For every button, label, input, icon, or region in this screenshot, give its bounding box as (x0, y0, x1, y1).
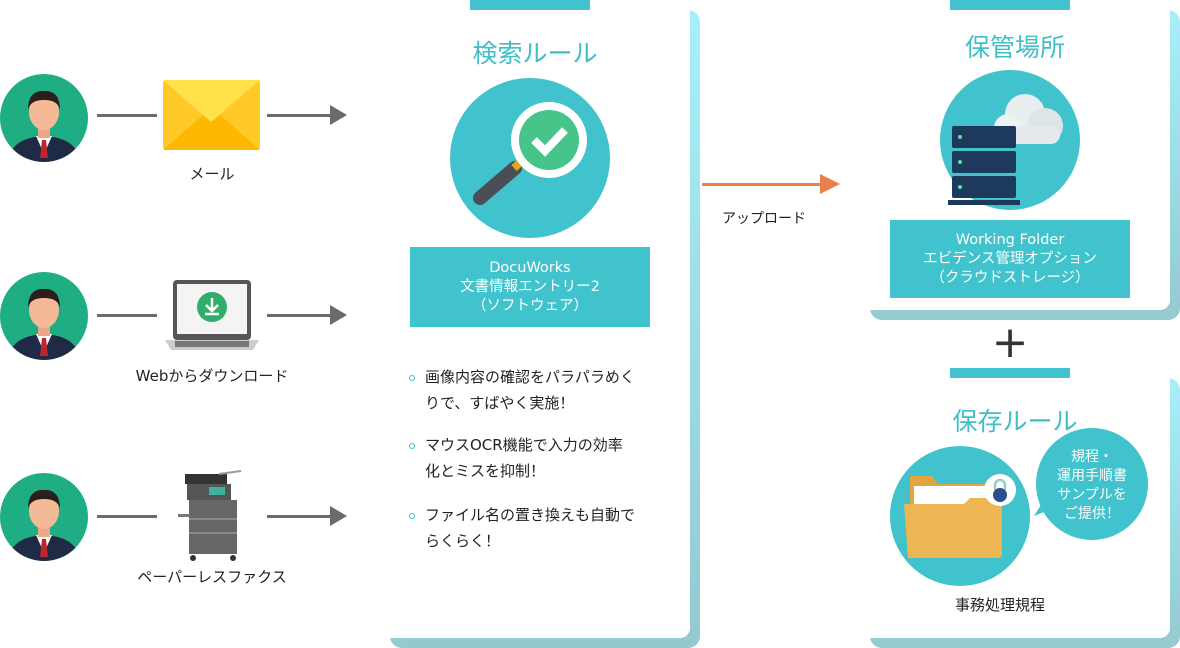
plus-sign: + (991, 317, 1029, 368)
feature-bullet: ファイル名の置き換えも自動でらくらく！ (405, 502, 675, 554)
envelope-icon (163, 80, 260, 150)
card-title: 保管場所 (964, 33, 1065, 62)
magnifier-check-icon (450, 78, 610, 238)
product-line: エビデンス管理オプション (923, 250, 1097, 267)
bullet-text: マウスOCR機能で入力の効率 (425, 436, 623, 454)
product-line: （ソフトウェア） (472, 297, 588, 314)
retention-caption: 事務処理規程 (954, 596, 1045, 614)
upload-label: アップロード (722, 211, 806, 227)
bubble-line: ご提供！ (1064, 506, 1120, 522)
feature-bullet: 画像内容の確認をパラパラめくりで、すばやく実施！ (405, 364, 675, 416)
product-box: DocuWorks 文書情報エントリー2 （ソフトウェア） (410, 247, 650, 327)
upload-arrowhead (820, 174, 840, 194)
card-title: 検索ルール (472, 39, 598, 68)
card-title: 保存ルール (952, 407, 1078, 436)
bullet-text: りで、すばやく実施！ (425, 394, 575, 412)
product-box: Working Folder エビデンス管理オプション （クラウドストレージ） (890, 220, 1130, 298)
bubble-line: 規程・ (1071, 449, 1113, 465)
bullet-text: らくらく！ (425, 532, 501, 550)
upload-arrow (702, 183, 822, 186)
multifunction-printer-icon (178, 470, 242, 561)
person-icon (0, 272, 88, 360)
laptop-download-icon (165, 280, 259, 350)
person-icon (0, 74, 88, 162)
product-line: 文書情報エントリー2 (460, 278, 600, 295)
product-line: DocuWorks (489, 259, 571, 276)
source-label: メール (189, 165, 235, 183)
source-label: Webからダウンロード (135, 367, 289, 385)
locked-folder-icon (890, 446, 1030, 586)
bullet-text: 化とミスを抑制！ (425, 462, 546, 480)
bubble-line: 運用手順書 (1057, 468, 1127, 484)
bullet-text: 画像内容の確認をパラパラめく (425, 368, 635, 386)
cloud-server-icon (940, 70, 1080, 210)
bubble-line: サンプルを (1057, 487, 1127, 503)
feature-bullet: マウスOCR機能で入力の効率化とミスを抑制！ (405, 432, 675, 484)
person-icon (0, 473, 88, 561)
product-line: Working Folder (955, 231, 1065, 248)
source-label: ペーパーレスファクス (137, 568, 287, 586)
bullet-text: ファイル名の置き換えも自動で (425, 506, 636, 524)
product-line: （クラウドストレージ） (930, 269, 1090, 286)
